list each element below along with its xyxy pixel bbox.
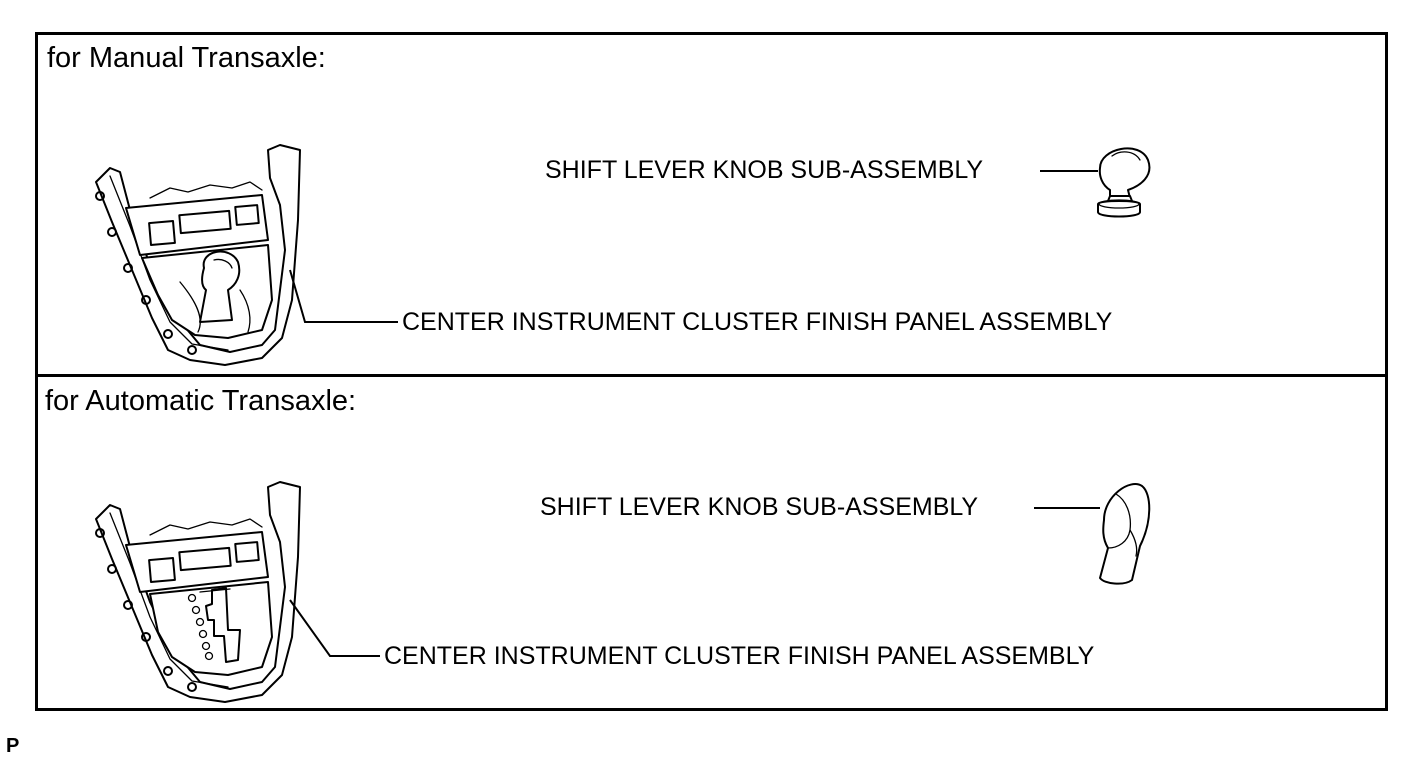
footnote-code: P: [6, 735, 20, 757]
automatic-knob-label: SHIFT LEVER KNOB SUB-ASSEMBLY: [540, 493, 979, 521]
automatic-center-panel-illustration: [95, 481, 301, 703]
automatic-panel-leader: [289, 599, 380, 657]
diagram-frame: [35, 32, 1388, 711]
manual-knob-illustration: [1097, 147, 1151, 218]
manual-knob-label: SHIFT LEVER KNOB SUB-ASSEMBLY: [545, 156, 984, 184]
section-divider: [35, 374, 1388, 377]
automatic-panel-label: CENTER INSTRUMENT CLUSTER FINISH PANEL A…: [384, 642, 1095, 670]
automatic-knob-illustration: [1099, 483, 1151, 585]
automatic-section-title: for Automatic Transaxle:: [45, 385, 357, 417]
manual-panel-leader: [289, 269, 398, 323]
manual-section-title: for Manual Transaxle:: [47, 42, 326, 74]
manual-center-panel-illustration: [95, 144, 301, 366]
manual-panel-label: CENTER INSTRUMENT CLUSTER FINISH PANEL A…: [402, 308, 1113, 336]
